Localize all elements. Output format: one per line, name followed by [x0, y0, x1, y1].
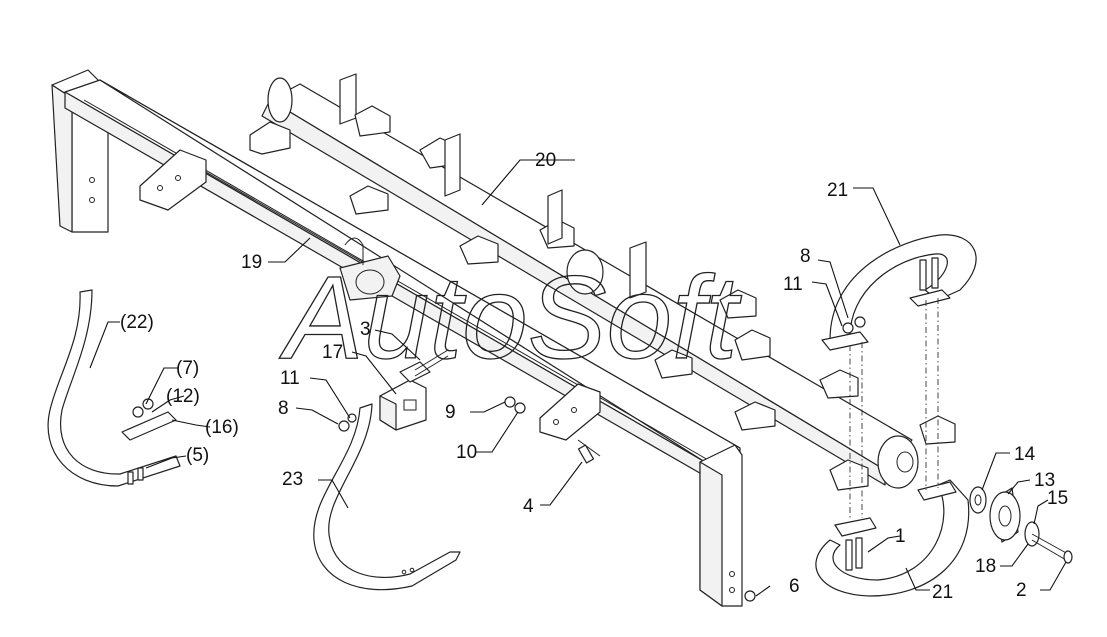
- callout-8-lower: 8: [278, 398, 289, 419]
- upper-tube-20: [261, 77, 919, 489]
- beam-tube-end: [339, 237, 401, 301]
- callout-23: 23: [282, 469, 303, 490]
- callout-1: 1: [895, 526, 906, 547]
- callout-11-lower: 11: [280, 368, 300, 389]
- clamp: [819, 369, 859, 399]
- callout-16: (16): [205, 417, 239, 438]
- callout-17: 17: [322, 342, 343, 363]
- callout-2: 2: [1016, 580, 1027, 601]
- callout-13: 13: [1034, 470, 1055, 491]
- callout-3: 3: [360, 319, 371, 340]
- callout-5: (5): [186, 445, 209, 466]
- callout-7: (7): [176, 358, 199, 379]
- watermark: AutoSoft: [279, 252, 742, 384]
- callout-19: 19: [241, 252, 262, 273]
- callout-21-upper: 21: [827, 180, 848, 201]
- hoop-bolts: [842, 257, 939, 571]
- callout-labels: 20 21 8 11 19 3 17 11 8 9 10 4 6 1 21 14…: [120, 150, 1068, 603]
- callout-18: 18: [975, 556, 996, 577]
- callout-21-lower: 21: [932, 582, 953, 603]
- tube-clamps: [249, 73, 956, 491]
- callout-12: (12): [166, 386, 200, 407]
- hoop-strap-lower-21: [815, 479, 970, 597]
- callout-10: 10: [456, 442, 477, 463]
- clamp: [419, 133, 461, 197]
- callout-11-upper: 11: [783, 274, 803, 295]
- leader-lines: [89, 159, 1067, 597]
- callout-8-upper: 8: [800, 246, 811, 267]
- bearing-stack: [969, 486, 1073, 564]
- clamp: [629, 241, 757, 319]
- beam-bracket-right: [539, 383, 601, 441]
- callout-9: 9: [445, 402, 456, 423]
- callout-22: (22): [120, 312, 154, 333]
- spring-tine-23: [313, 403, 461, 591]
- beam-bracket-left: [139, 149, 207, 211]
- callout-20: 20: [535, 150, 556, 171]
- right-end-plate: [699, 444, 743, 607]
- callout-14: 14: [1014, 444, 1036, 465]
- callout-4: 4: [523, 496, 534, 517]
- clamp: [349, 185, 389, 215]
- fasteners-9-10-4: [338, 396, 756, 602]
- clamp: [919, 415, 956, 445]
- clamp: [734, 329, 771, 361]
- clamp: [734, 401, 776, 431]
- clamp: [654, 349, 693, 379]
- clamp: [249, 73, 357, 155]
- clamp: [829, 459, 869, 491]
- clamp: [459, 235, 499, 265]
- clamp-bracket-17: [379, 349, 449, 431]
- assembly-centerlines: [849, 298, 939, 520]
- callout-15: 15: [1047, 488, 1068, 509]
- callout-6: 6: [789, 576, 800, 597]
- clamp: [539, 189, 575, 249]
- spring-tine-22: [47, 289, 181, 487]
- clamp: [354, 105, 391, 137]
